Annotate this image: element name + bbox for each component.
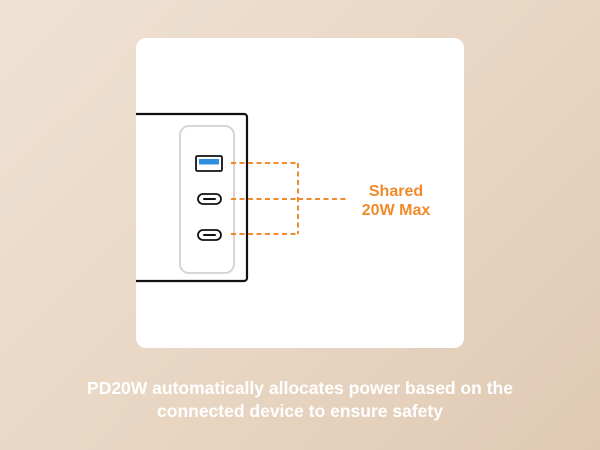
usb-c-port-tongue xyxy=(203,198,216,200)
usb-a-port-inner xyxy=(199,159,219,165)
shared-power-label: Shared 20W Max xyxy=(341,182,451,220)
shared-power-label-line1: Shared xyxy=(368,183,424,200)
feature-caption: PD20W automatically allocates power base… xyxy=(0,377,600,423)
illustration-card: Shared 20W Max xyxy=(136,38,464,348)
usb-c-port-tongue xyxy=(203,234,216,236)
feature-caption-line1: PD20W automatically allocates power base… xyxy=(87,378,513,398)
charger-diagram xyxy=(136,112,348,283)
feature-caption-line2: connected device to ensure safety xyxy=(157,401,443,421)
shared-power-label-line2: 20W Max xyxy=(361,202,431,219)
shared-power-bracket xyxy=(231,162,348,235)
